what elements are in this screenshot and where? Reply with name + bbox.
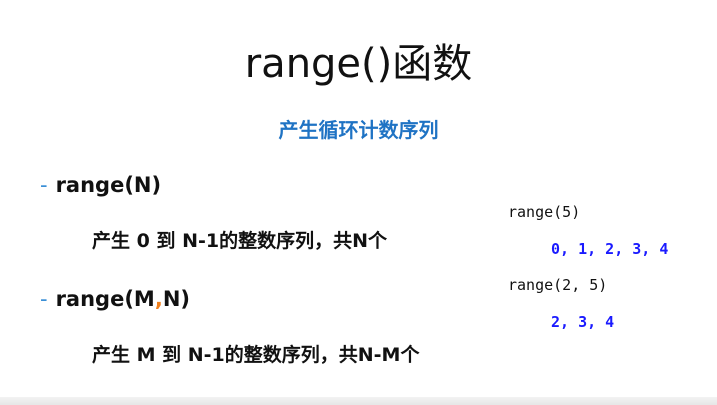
bullet-text: range(N) bbox=[55, 173, 162, 197]
bullet-comma: , bbox=[154, 287, 163, 311]
example-result-range-5: 0, 1, 2, 3, 4 bbox=[551, 240, 669, 258]
slide-subtitle: 产生循环计数序列 bbox=[278, 118, 439, 142]
bullet-dash: - bbox=[40, 173, 48, 197]
example-call-range-2-5: range(2, 5) bbox=[508, 276, 608, 294]
bullet-description-range-n: 产生 0 到 N-1的整数序列，共N个 bbox=[92, 230, 387, 252]
bullet-text-part2: N) bbox=[162, 287, 190, 311]
slide-title: range()函数 bbox=[244, 41, 473, 87]
example-call-range-5: range(5) bbox=[508, 203, 581, 221]
bottom-bar bbox=[0, 397, 717, 405]
bullet-description-range-m-n: 产生 M 到 N-1的整数序列，共N-M个 bbox=[92, 344, 420, 366]
bullet-range-n: -range(N) bbox=[40, 170, 161, 200]
example-result-range-2-5: 2, 3, 4 bbox=[551, 313, 615, 331]
bullet-text-part1: range(M bbox=[55, 287, 155, 311]
bullet-range-m-n: -range(M,N) bbox=[40, 284, 190, 314]
bullet-dash: - bbox=[40, 287, 48, 311]
